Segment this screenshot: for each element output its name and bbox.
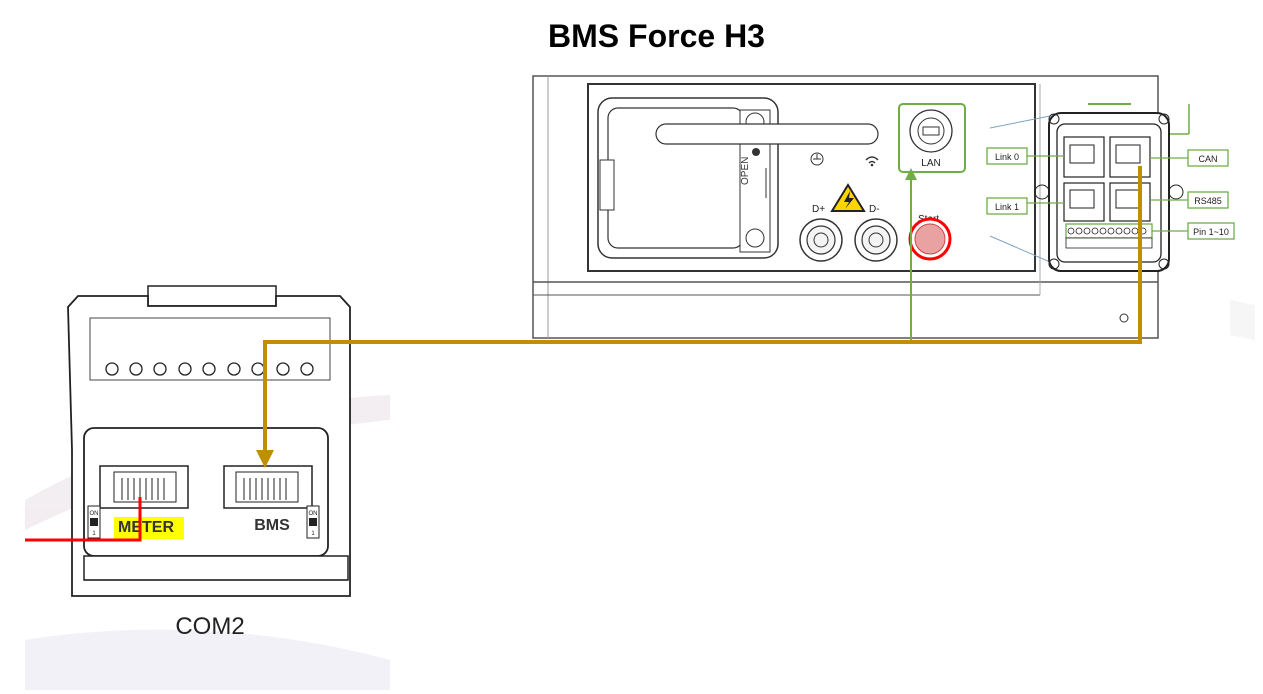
svg-text:RS485: RS485 xyxy=(1194,196,1222,206)
high-voltage-warning-icon xyxy=(830,183,866,212)
svg-text:ON: ON xyxy=(309,511,318,517)
bms-port[interactable] xyxy=(223,465,313,509)
start-button[interactable] xyxy=(908,217,952,261)
bms-cover-panel: OPEN xyxy=(597,97,879,259)
screw-holes xyxy=(105,362,314,376)
port-label-rs485: RS485 xyxy=(1150,191,1229,209)
svg-text:ON: ON xyxy=(90,511,99,517)
lan-label: LAN xyxy=(921,158,940,169)
svg-text:1: 1 xyxy=(311,531,315,537)
port-label-pin: Pin 1~10 xyxy=(1152,222,1235,240)
rs485-socket[interactable] xyxy=(1109,182,1151,222)
meter-port[interactable] xyxy=(99,465,189,509)
port-label-link0: Link 0 xyxy=(986,147,1064,165)
bms-unit: OPEN D+ D- xyxy=(532,75,1235,339)
d-plus-terminal xyxy=(799,218,843,262)
link1-socket[interactable] xyxy=(1063,182,1105,222)
meter-highlight xyxy=(114,517,184,539)
inverter-com2-connector: ON 1 ON 1 METER BMS COM2 xyxy=(67,285,351,640)
bms-can-cable xyxy=(256,166,1142,468)
svg-text:Link 1: Link 1 xyxy=(995,202,1019,212)
meter-port-label: METER xyxy=(118,519,174,536)
svg-text:Pin 1~10: Pin 1~10 xyxy=(1193,227,1229,237)
lan-green-line xyxy=(905,168,917,342)
link0-socket[interactable] xyxy=(1063,136,1105,178)
dip-switch-right[interactable]: ON 1 xyxy=(306,505,320,539)
open-label: OPEN xyxy=(740,157,751,185)
bms-port-label: BMS xyxy=(254,517,290,534)
d-minus-terminal xyxy=(854,218,898,262)
lan-port[interactable]: LAN xyxy=(898,103,966,173)
wifi-icon xyxy=(865,156,879,167)
dip-switch-left[interactable]: ON 1 xyxy=(87,505,101,539)
port-label-can: CAN xyxy=(1150,149,1229,167)
com2-caption: COM2 xyxy=(175,613,244,640)
meter-wire xyxy=(25,497,142,542)
can-socket[interactable] xyxy=(1109,136,1151,178)
pin-terminal-strip[interactable] xyxy=(1065,223,1153,249)
svg-text:Link 0: Link 0 xyxy=(995,152,1019,162)
svg-text:CAN: CAN xyxy=(1198,154,1217,164)
d-minus-label: D- xyxy=(869,204,880,215)
svg-text:1: 1 xyxy=(92,531,96,537)
port-label-link1: Link 1 xyxy=(986,197,1064,215)
d-plus-label: D+ xyxy=(812,204,825,215)
ground-icon xyxy=(810,152,824,166)
diagram-title: BMS Force H3 xyxy=(548,18,765,54)
